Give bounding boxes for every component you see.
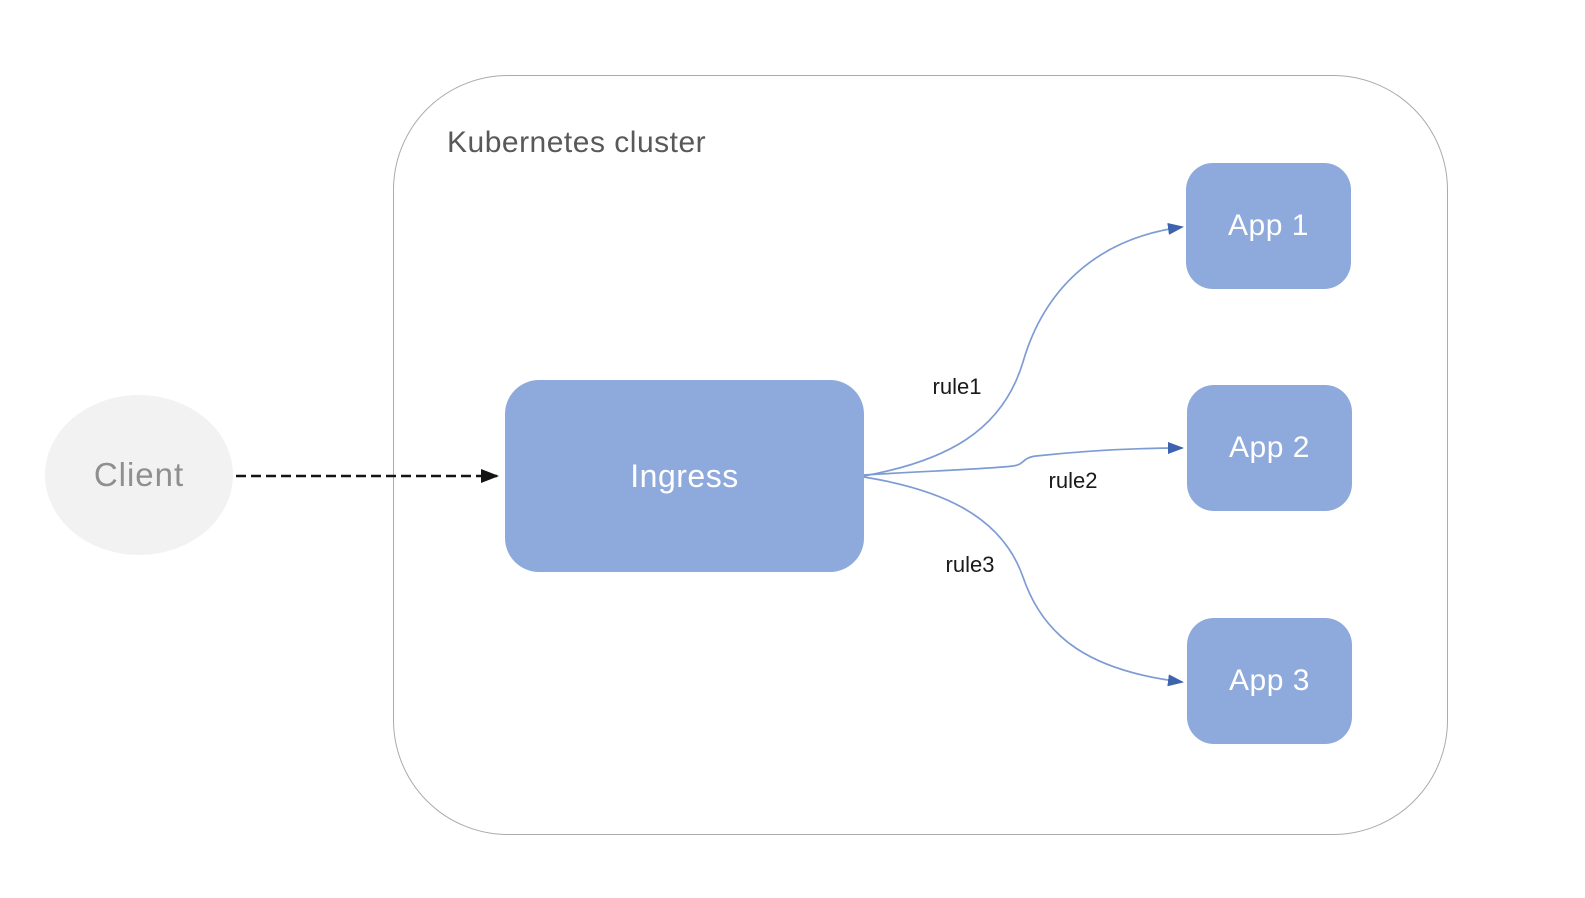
ingress-label: Ingress: [630, 457, 739, 494]
app3-node: App 3: [1187, 618, 1352, 744]
app1-label: App 1: [1228, 209, 1309, 242]
client-node: Client: [45, 395, 233, 555]
app2-node: App 2: [1187, 385, 1352, 511]
app2-label: App 2: [1229, 431, 1310, 464]
cluster-title: Kubernetes cluster: [447, 126, 707, 159]
rule2-label: rule2: [1048, 468, 1098, 493]
app1-node: App 1: [1186, 163, 1351, 289]
ingress-node: Ingress: [505, 380, 864, 572]
client-label: Client: [93, 456, 185, 493]
rule1-label: rule1: [932, 374, 982, 399]
kubernetes-cluster-container: [393, 75, 1448, 835]
rule3-label: rule3: [945, 552, 995, 577]
app3-label: App 3: [1229, 664, 1310, 697]
